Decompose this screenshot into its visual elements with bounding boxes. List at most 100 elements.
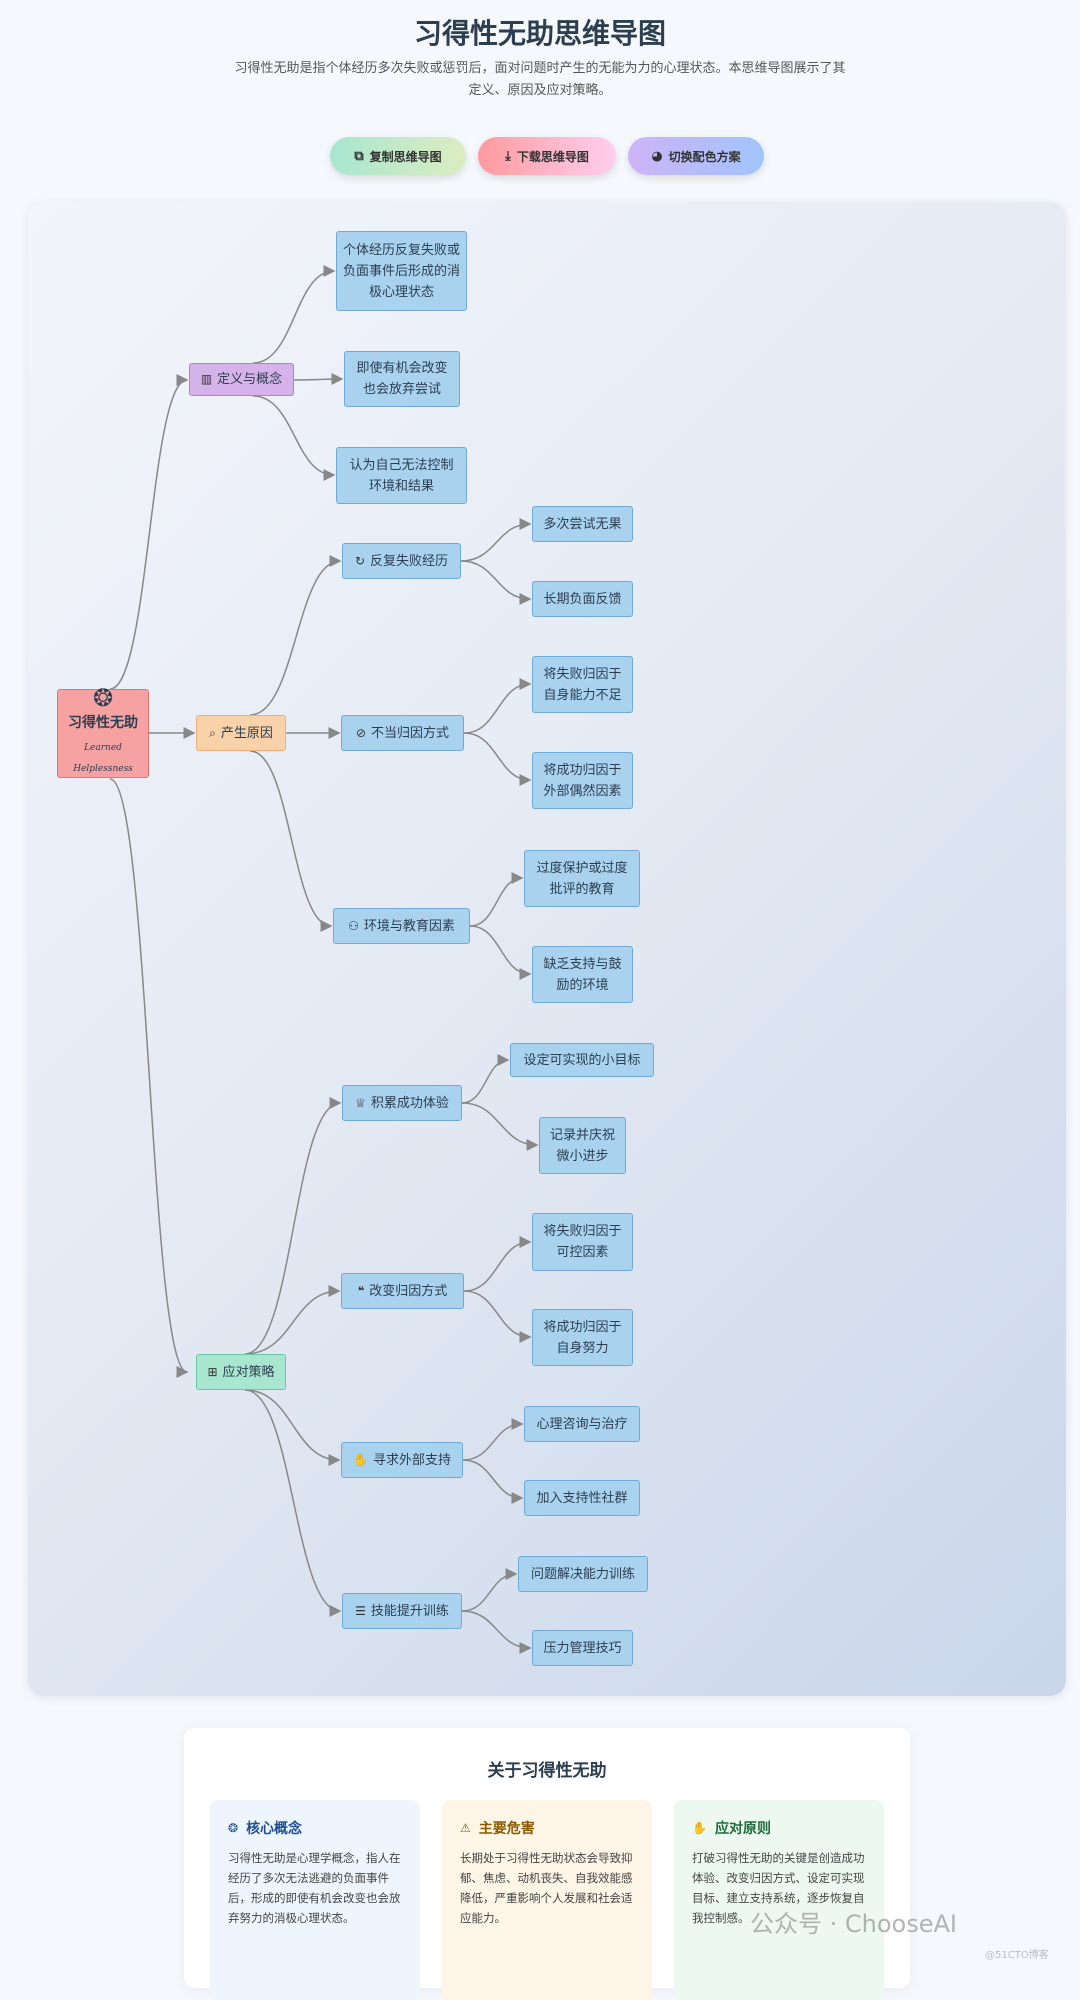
root-subtitle: Learned Helplessness bbox=[73, 742, 133, 774]
switch-color-scheme-button[interactable]: ◕ 切换配色方案 bbox=[628, 137, 764, 175]
warning-icon: ⚠ bbox=[460, 1821, 471, 1835]
connector-edge bbox=[460, 560, 532, 605]
connector-edge bbox=[244, 1389, 341, 1466]
leaf-node[interactable]: 缺乏支持与鼓励的环境 bbox=[532, 946, 633, 1003]
list-check-icon: ☰ bbox=[355, 1603, 366, 1618]
book-icon: ▥ bbox=[200, 372, 213, 386]
connector-edge bbox=[461, 1610, 532, 1654]
sub-label: 改变归因方式 bbox=[369, 1283, 448, 1299]
brain-icon: ❂ bbox=[92, 683, 114, 712]
connector-edge bbox=[109, 374, 189, 690]
search-icon: ⌕ bbox=[209, 725, 216, 740]
card-title: 核心概念 bbox=[246, 1821, 303, 1837]
leaf-node[interactable]: 将失败归因于可控因素 bbox=[532, 1213, 633, 1271]
root-title: 习得性无助 bbox=[68, 714, 138, 731]
sub-node-environment[interactable]: ⚇ 环境与教育因素 bbox=[333, 908, 470, 944]
connector-edge bbox=[252, 265, 336, 364]
mindmap-edges bbox=[109, 265, 539, 1654]
sub-node-reattribution[interactable]: ❝ 改变归因方式 bbox=[341, 1273, 464, 1309]
connector-edge bbox=[109, 778, 189, 1378]
card-text: 习得性无助是心理学概念，指人在经历了多次无法逃避的负面事件后，形成的即使有机会改… bbox=[228, 1851, 401, 1925]
sub-node-external-support[interactable]: ✋ 寻求外部支持 bbox=[341, 1442, 463, 1478]
leaf-node[interactable]: 心理咨询与治疗 bbox=[524, 1406, 640, 1442]
card-text: 打破习得性无助的关键是创造成功体验、改变归因方式、设定可实现目标、建立支持系统，… bbox=[692, 1851, 865, 1925]
leaf-node[interactable]: 压力管理技巧 bbox=[532, 1630, 633, 1666]
leaf-node[interactable]: 个体经历反复失败或负面事件后形成的消极心理状态 bbox=[336, 231, 467, 311]
watermark-site: @51CTO博客 bbox=[985, 1950, 1049, 1961]
connector-edge bbox=[244, 1389, 342, 1617]
sub-label: 不当归因方式 bbox=[371, 725, 450, 741]
category-strategies[interactable]: ⊞ 应对策略 bbox=[196, 1354, 286, 1390]
trophy-icon: ♕ bbox=[355, 1095, 366, 1110]
sub-node-repeated-failure[interactable]: ↻ 反复失败经历 bbox=[342, 543, 461, 579]
card-core-concept: ❂ 核心概念 习得性无助是心理学概念，指人在经历了多次无法逃避的负面事件后，形成的… bbox=[210, 1800, 420, 2000]
connector-edge bbox=[462, 1459, 524, 1504]
sub-node-attribution[interactable]: ⊘ 不当归因方式 bbox=[341, 715, 464, 751]
sub-label: 环境与教育因素 bbox=[363, 918, 455, 934]
category-definition[interactable]: ▥ 定义与概念 bbox=[189, 363, 294, 396]
leaf-node[interactable]: 即使有机会改变也会放弃尝试 bbox=[344, 351, 460, 407]
category-label: 产生原因 bbox=[220, 725, 273, 741]
redo-icon: ↻ bbox=[354, 553, 366, 568]
copy-button-label: 复制思维导图 bbox=[369, 149, 442, 164]
category-causes[interactable]: ⌕ 产生原因 bbox=[196, 715, 286, 751]
leaf-node[interactable]: 认为自己无法控制环境和结果 bbox=[336, 447, 467, 504]
leaf-node[interactable]: 记录并庆祝微小进步 bbox=[539, 1117, 626, 1174]
download-mindmap-button[interactable]: ⤓ 下载思维导图 bbox=[478, 137, 616, 175]
card-title: 主要危害 bbox=[478, 1821, 535, 1837]
leaf-node[interactable]: 设定可实现的小目标 bbox=[510, 1043, 654, 1077]
sub-node-success[interactable]: ♕ 积累成功体验 bbox=[342, 1085, 462, 1121]
connector-edge bbox=[463, 1236, 532, 1292]
category-label: 定义与概念 bbox=[217, 372, 283, 387]
comments-icon: ❝ bbox=[357, 1283, 365, 1298]
sub-label: 寻求外部支持 bbox=[372, 1452, 451, 1468]
connector-edge bbox=[244, 1097, 342, 1355]
download-button-label: 下载思维导图 bbox=[516, 149, 589, 164]
leaf-node[interactable]: 长期负面反馈 bbox=[532, 581, 633, 617]
connector-edge bbox=[249, 555, 342, 716]
first-aid-icon: ⊞ bbox=[207, 1364, 218, 1379]
connector-edge bbox=[460, 518, 532, 562]
connector-edge bbox=[469, 872, 524, 927]
connector-edge bbox=[461, 1102, 539, 1151]
handshake-icon: ✋ bbox=[692, 1821, 707, 1835]
card-title: 应对原则 bbox=[714, 1821, 771, 1837]
leaf-node[interactable]: 将失败归因于自身能力不足 bbox=[532, 656, 633, 713]
copy-mindmap-button[interactable]: ⧉ 复制思维导图 bbox=[330, 137, 466, 175]
leaf-node[interactable]: 将成功归因于外部偶然因素 bbox=[532, 752, 633, 809]
connector-edge bbox=[469, 925, 532, 980]
card-text: 长期处于习得性无助状态会导致抑郁、焦虑、动机丧失、自我效能感降低，严重影响个人发… bbox=[460, 1851, 633, 1925]
leaf-node[interactable]: 加入支持性社群 bbox=[524, 1480, 640, 1516]
page-title: 习得性无助思维导图 bbox=[413, 17, 666, 50]
brain-icon: ❂ bbox=[228, 1821, 239, 1835]
leaf-node[interactable]: 问题解决能力训练 bbox=[518, 1556, 648, 1592]
color-button-label: 切换配色方案 bbox=[668, 149, 741, 164]
connector-edge bbox=[462, 1418, 524, 1461]
leaf-node[interactable]: 将成功归因于自身努力 bbox=[532, 1309, 633, 1366]
copy-icon: ⧉ bbox=[354, 148, 364, 164]
connector-edge bbox=[461, 1568, 518, 1612]
category-label: 应对策略 bbox=[222, 1364, 275, 1380]
card-coping-principles: ✋ 应对原则 打破习得性无助的关键是创造成功体验、改变归因方式、设定可实现目标、建… bbox=[674, 1800, 884, 2000]
connector-edge bbox=[461, 1054, 510, 1104]
leaf-node[interactable]: 多次尝试无果 bbox=[532, 506, 633, 542]
watermark-brand: 公众号 · ChooseAI bbox=[750, 1910, 957, 1938]
users-icon: ⚇ bbox=[348, 918, 359, 933]
about-title: 关于习得性无助 bbox=[487, 1761, 607, 1781]
connector-edge bbox=[463, 1290, 532, 1343]
about-section: 关于习得性无助 ❂ 核心概念 习得性无助是心理学概念，指人在经历了多次无法逃避的负… bbox=[184, 1728, 910, 2000]
connector-edge bbox=[249, 750, 333, 932]
eye-slash-icon: ⊘ bbox=[355, 725, 367, 740]
sub-label: 反复失败经历 bbox=[370, 553, 449, 569]
root-node[interactable]: ❂ 习得性无助 Learned Helplessness bbox=[57, 683, 149, 778]
leaf-node[interactable]: 过度保护或过度批评的教育 bbox=[524, 850, 640, 907]
sub-label: 积累成功体验 bbox=[370, 1095, 449, 1111]
sub-node-skills[interactable]: ☰ 技能提升训练 bbox=[342, 1593, 462, 1629]
palette-icon: ◕ bbox=[651, 148, 663, 164]
download-icon: ⤓ bbox=[505, 148, 511, 164]
connector-edge bbox=[463, 732, 532, 786]
connector-edge bbox=[252, 395, 336, 481]
handshake-icon: ✋ bbox=[353, 1452, 368, 1467]
sub-label: 技能提升训练 bbox=[370, 1603, 449, 1619]
page-description: 习得性无助是指个体经历多次失败或惩罚后，面对问题时产生的无能为力的心理状态。本思… bbox=[234, 61, 846, 98]
